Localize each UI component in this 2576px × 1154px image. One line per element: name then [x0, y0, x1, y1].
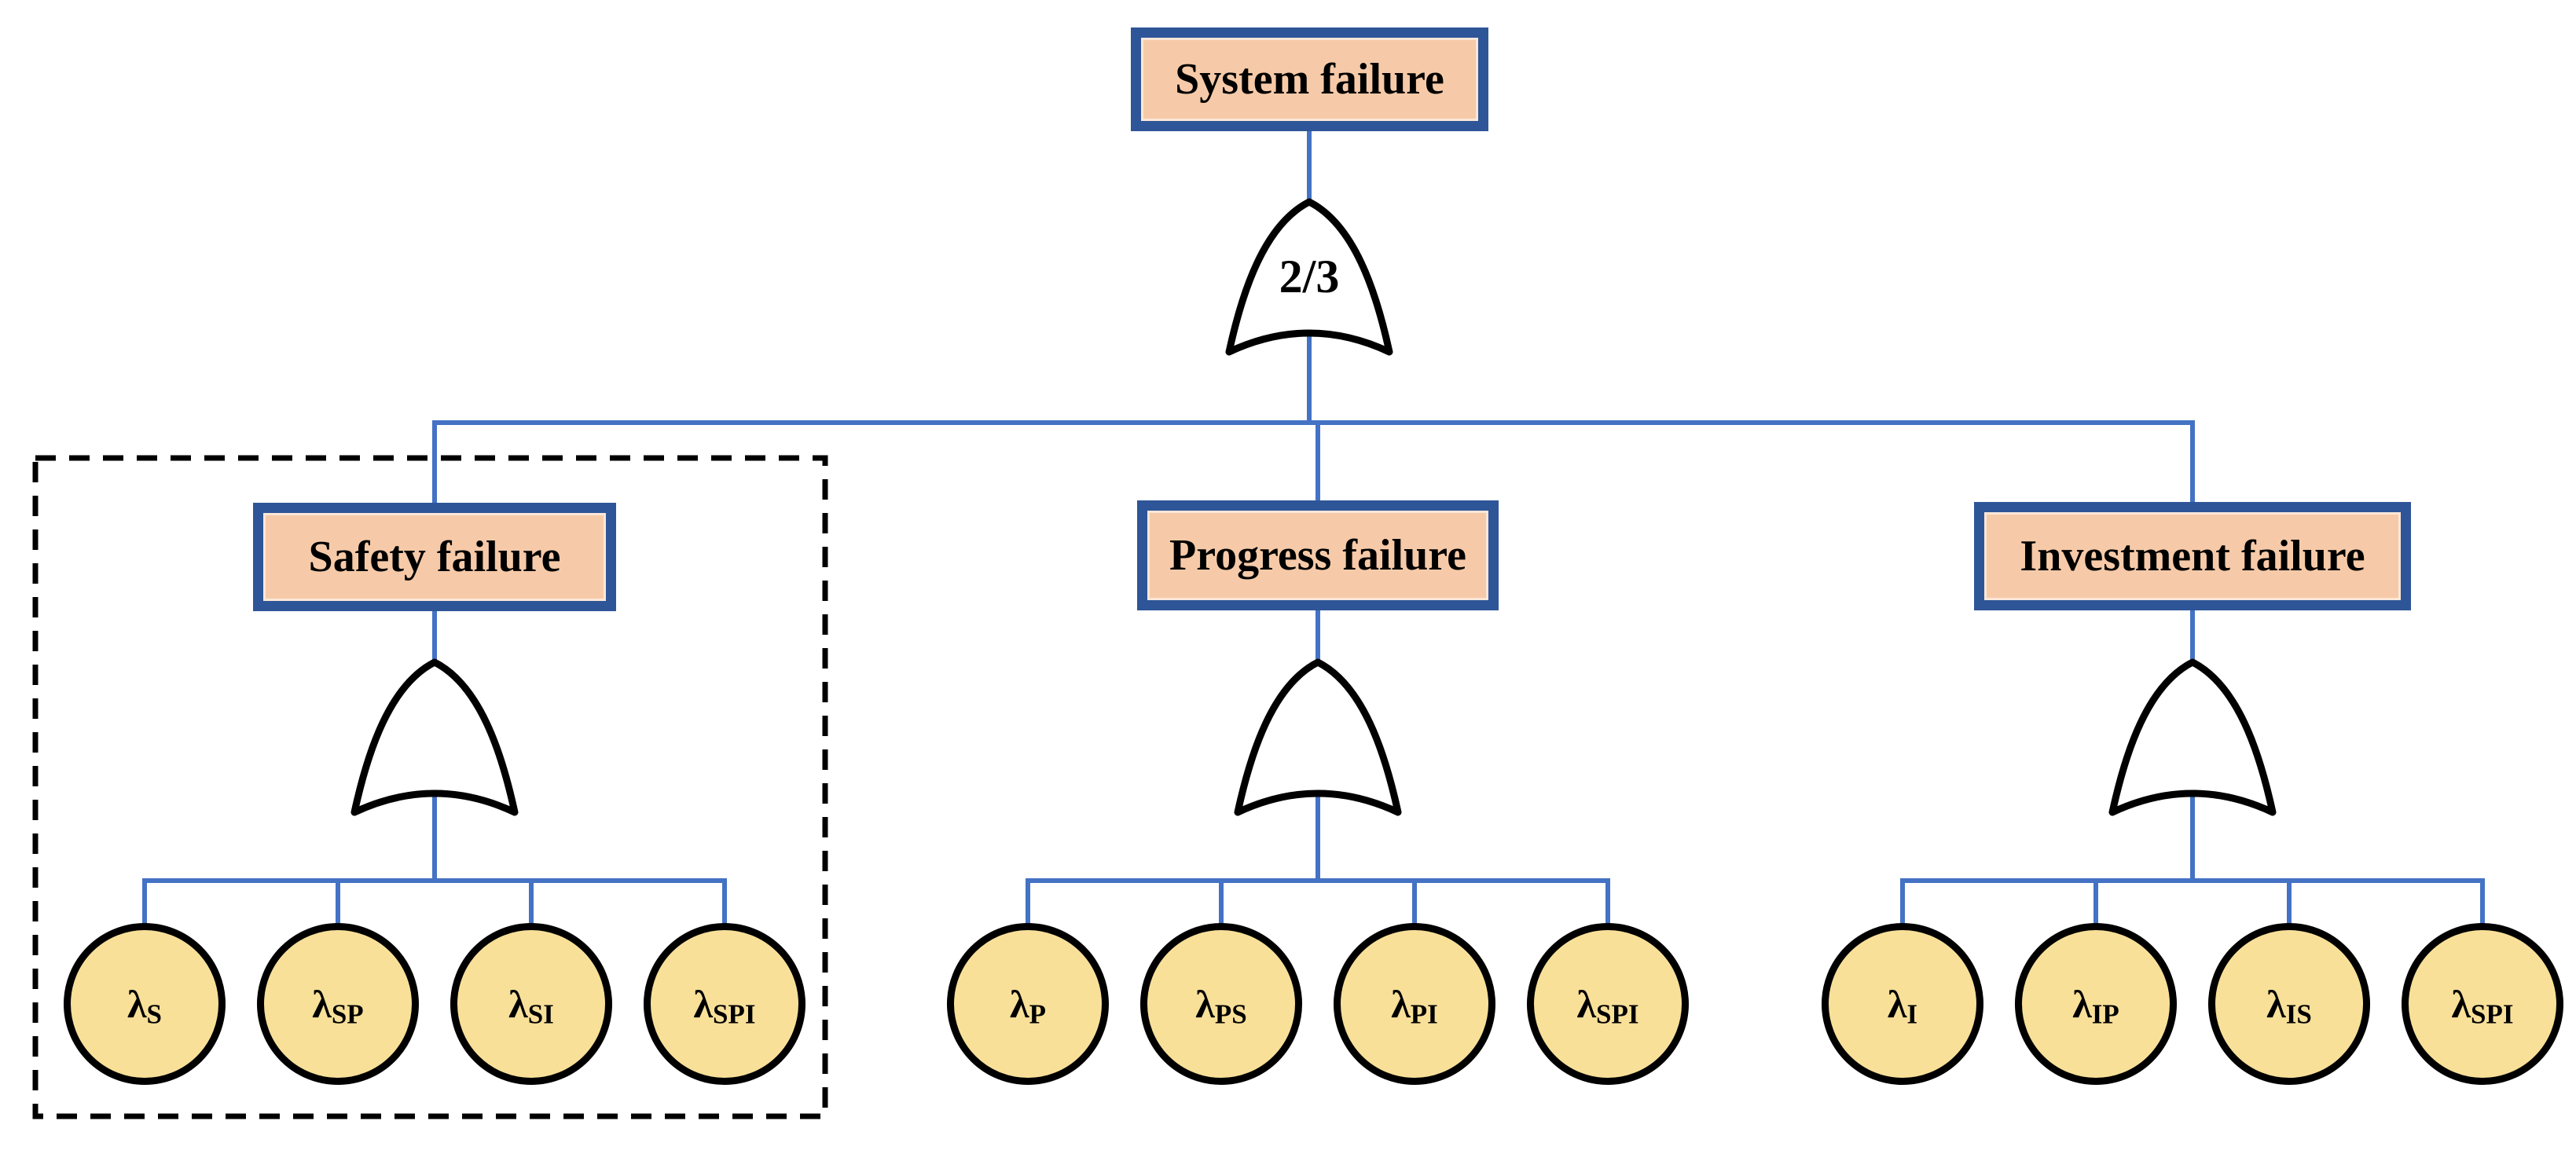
basic-event-label: λPI: [1391, 982, 1438, 1030]
basic-event-label: λSPI: [2451, 982, 2514, 1030]
connector-progress-branch: [1026, 609, 1610, 927]
basic-event-label: λIS: [2266, 982, 2312, 1030]
basic-event-lambda-ps: λPS: [1140, 923, 1302, 1085]
connector-investment-branch: [1900, 609, 2485, 927]
basic-event-label: λI: [1887, 982, 1918, 1030]
node-investment-failure: Investment failure: [1974, 502, 2411, 610]
basic-event-label: λSI: [508, 982, 554, 1030]
basic-event-lambda-sp: λSP: [257, 923, 419, 1085]
basic-event-label: λPS: [1195, 982, 1247, 1030]
basic-event-lambda-i: λI: [1822, 923, 1983, 1085]
or-gate-progress-icon: [1234, 658, 1402, 816]
basic-event-lambda-is: λIS: [2208, 923, 2370, 1085]
basic-event-label: λSP: [312, 982, 364, 1030]
node-progress-failure-label: Progress failure: [1169, 531, 1466, 580]
basic-event-lambda-p: λP: [947, 923, 1109, 1085]
basic-event-label: λSPI: [1576, 982, 1639, 1030]
connector-top-level: [432, 131, 2195, 507]
connector-safety-branch: [142, 610, 727, 927]
node-safety-failure: Safety failure: [253, 503, 616, 611]
basic-event-label: λS: [127, 982, 163, 1030]
basic-event-label: λIP: [2072, 982, 2119, 1030]
node-system-failure-label: System failure: [1175, 55, 1444, 104]
voting-gate-ratio-label: 2/3: [1279, 251, 1340, 302]
node-progress-failure: Progress failure: [1137, 500, 1499, 610]
or-gate-safety-icon: [350, 658, 519, 816]
basic-event-lambda-pi: λPI: [1334, 923, 1495, 1085]
basic-event-label: λP: [1010, 982, 1046, 1030]
basic-event-lambda-si: λSI: [450, 923, 612, 1085]
basic-event-label: λSPI: [693, 982, 756, 1030]
node-safety-failure-label: Safety failure: [308, 533, 561, 581]
basic-event-lambda-spi: λSPI: [1527, 923, 1689, 1085]
node-system-failure: System failure: [1131, 27, 1488, 131]
basic-event-lambda-ip: λIP: [2015, 923, 2177, 1085]
basic-event-lambda-s: λS: [64, 923, 226, 1085]
node-investment-failure-label: Investment failure: [2020, 532, 2365, 581]
or-gate-investment-icon: [2108, 658, 2277, 816]
basic-event-lambda-spi: λSPI: [644, 923, 805, 1085]
basic-event-lambda-spi: λSPI: [2402, 923, 2563, 1085]
voting-or-gate-icon: [1225, 198, 1393, 356]
dashed-group-box: [32, 455, 828, 1119]
